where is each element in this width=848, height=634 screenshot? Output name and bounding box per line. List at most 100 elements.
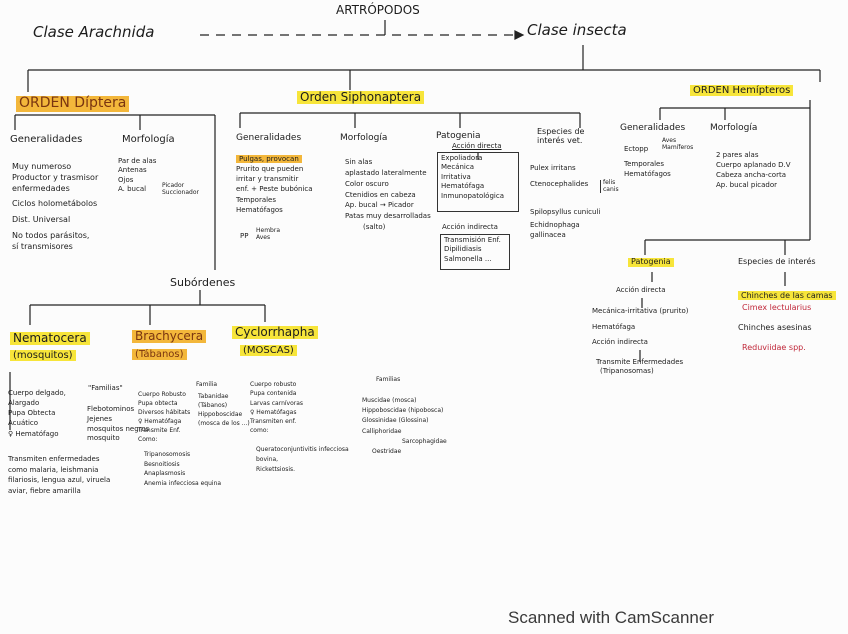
list-item: Transmisión Enf. [444, 236, 501, 244]
siph-directa-list: Expoliadora Mecánica Irritativa Hematófa… [441, 154, 504, 201]
list-item: Aves [256, 233, 271, 241]
list-item: Temporales [624, 159, 665, 168]
list-item: (Tábanos) [198, 402, 228, 409]
list-item: Mecánica [441, 163, 475, 172]
list-item: No todos parásitos, [12, 230, 90, 240]
siph-indirecta-box [440, 234, 510, 270]
nematocera-fam-title: "Familias" [88, 384, 123, 392]
list-item: Dipilidiasis [444, 245, 482, 254]
nematocera-fam-list: Flebotominos Jejenes mosquitos negros mo… [87, 405, 149, 444]
list-item: Oestridae [372, 447, 402, 455]
list-item: (salto) [363, 223, 386, 232]
list-item: Pupa obtecta [138, 400, 178, 407]
list-item: Hippoboscidae [198, 411, 243, 418]
list-item: Anemia infecciosa equina [144, 479, 222, 487]
list-item: Cuerpo delgado, [8, 389, 66, 397]
brachycera-diseases: Tripanosomosis Besnoitiosis Anaplasmosis… [144, 450, 221, 488]
list-item: Par de alas [118, 157, 157, 165]
list-item: Hematófagos [236, 205, 283, 214]
brachycera-fam-title: Familia [196, 381, 218, 388]
list-item: Spilopsyllus cuniculi [530, 207, 601, 216]
list-item: Tripanosomosis [144, 451, 191, 458]
siph-morfologia-list: Sin alas aplastado lateralmente Color os… [345, 157, 431, 233]
list-item: Expoliadora [441, 154, 483, 162]
title-artropodos: ARTRÓPODOS [336, 3, 420, 17]
list-item: Larvas carnívoras [250, 399, 304, 407]
hemi-especies-title: Especies de interés [738, 257, 816, 266]
nematocera-sub: (mosquitos) [10, 350, 76, 362]
list-item: Acción indirecta [592, 338, 648, 347]
diptera-bucal-branches: Picador Succionador [162, 182, 199, 196]
list-item: Acción directa [616, 286, 666, 294]
diptera-morfologia-title: Morfología [122, 134, 175, 145]
list-item: Acuático [8, 419, 39, 428]
cyclorrhapha-list: Cuerpo robusto Pupa contenida Larvas car… [250, 380, 303, 436]
list-item: enfermedades [12, 183, 70, 193]
list-item: Transmite Enf. [138, 427, 181, 434]
siph-indirecta-list: Transmisión Enf. Dipilidiasis Salmonella… [444, 236, 501, 264]
list-item: Anaplasmosis [144, 470, 186, 478]
cyclorrhapha-fam-title: Familias [376, 376, 401, 383]
list-item: Mecánica-irritativa (prurito) [592, 307, 689, 316]
siph-patogenia-title: Patogenia [436, 131, 481, 141]
list-item: sí transmisores [12, 241, 73, 251]
list-item: Pulex irritans [530, 164, 576, 172]
list-item: Ctenidios en cabeza [345, 190, 416, 199]
diptera-generalidades-list: Muy numeroso Productor y trasmisor enfer… [12, 162, 98, 253]
suborden-title: Subórdenes [170, 276, 236, 289]
hemi-generalidades-list: Ectopp Temporales Hematófagos [624, 144, 671, 180]
hemi-patogenia-list: Acción directa Mecánica-irritativa (prur… [592, 286, 689, 377]
list-item: Patas muy desarrolladas [345, 212, 431, 221]
list-item: (Tripanosomas) [600, 367, 654, 376]
list-item: Hematófagos [624, 170, 671, 178]
siph-pp: PP [240, 232, 249, 240]
siph-directa-box [437, 152, 519, 212]
list-item: felis [603, 179, 616, 186]
list-item: Cabeza ancha-corta [716, 171, 786, 180]
list-item: Transmiten enfermedades [8, 455, 100, 463]
list-item: bovina, [256, 456, 279, 464]
nematocera-list: Cuerpo delgado, Alargado Pupa Obtecta Ac… [8, 388, 66, 439]
ctenocephalides-branches: felis canis [600, 179, 619, 194]
list-item: Pupa Obtecta [8, 409, 56, 418]
list-item: 2 pares alas [716, 151, 759, 159]
list-item: Ojos [118, 175, 134, 184]
list-item: Productor y trasmisor [12, 172, 99, 182]
hemi-morfologia-list: 2 pares alas Cuerpo aplanado D.V Cabeza … [716, 150, 791, 191]
list-item: Cimex lectularius [742, 303, 812, 312]
nematocera-name: Nematocera [10, 331, 90, 346]
list-item: Ciclos holometábolos [12, 199, 98, 209]
brachycera-name: Brachycera [132, 329, 207, 344]
hemi-morfologia-title: Morfología [710, 123, 758, 133]
list-item: canis [603, 185, 619, 193]
list-item: Hembra [256, 227, 280, 234]
list-item: Chinches de las camas [738, 291, 836, 300]
list-item: Aves [662, 137, 677, 144]
list-item: Cuerpo aplanado D.V [716, 161, 791, 170]
orden-diptera: ORDEN Díptera [16, 95, 130, 112]
siph-accion-indirecta: Acción indirecta [442, 223, 498, 231]
list-item: Ectopp [624, 145, 649, 153]
list-item: ♀ Hematófaga [138, 418, 182, 425]
orden-hemiptera: ORDEN Hemípteros [690, 85, 794, 97]
list-item: Ctenocephalides [530, 179, 589, 188]
list-item: Mamíferos [662, 143, 694, 151]
orden-siphonaptera: Orden Siphonaptera [297, 90, 425, 105]
list-item: Inmunopatológica [441, 191, 504, 200]
list-item: Rickettsiosis. [256, 466, 296, 474]
list-item: Hippoboscidae (hipobosca) [362, 407, 444, 415]
siph-pp-branches: Hembra Aves [256, 227, 280, 241]
list-item: Hematófaga [592, 322, 636, 331]
list-item: Besnoitiosis [144, 460, 180, 468]
list-item: Glossinidae (Glossina) [362, 417, 429, 425]
list-item: Succionador [162, 188, 199, 196]
list-item: como malaria, leishmania [8, 465, 99, 474]
cyclorrhapha-disease: Queratoconjuntivitis infecciosa bovina, … [256, 445, 349, 476]
list-item: Hematófaga [441, 182, 485, 191]
list-item: Jejenes [87, 414, 113, 423]
nematocera-bottom: Transmiten enfermedades como malaria, le… [8, 454, 110, 496]
siph-especies-title: Especies de interés vet. [537, 127, 585, 145]
list-item: Echidnophaga gallinacea [530, 221, 580, 240]
siph-generalidades-list: Pulgas, provocan Prurito que pueden irri… [236, 154, 313, 215]
siph-accion-directa: Acción directa [452, 142, 502, 150]
